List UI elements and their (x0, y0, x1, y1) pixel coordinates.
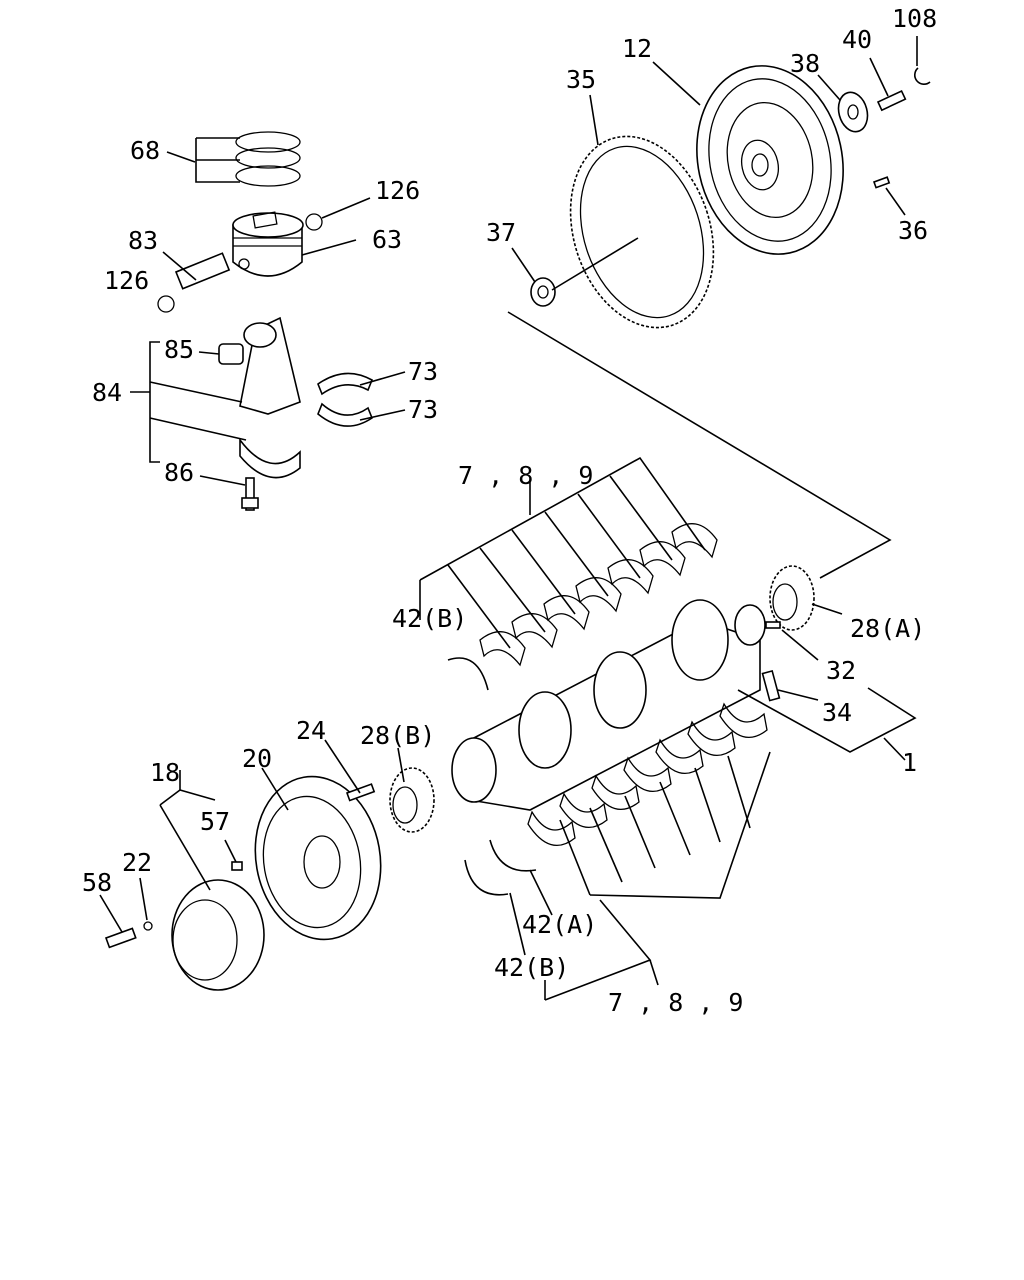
callout-12: 12 (622, 34, 652, 63)
callout-42b-lower: 42(B) (494, 953, 569, 982)
callout-57: 57 (200, 807, 230, 836)
main-bearings-lower (527, 702, 768, 846)
callout-36: 36 (898, 216, 928, 245)
callout-24: 24 (296, 716, 326, 745)
callout-83: 83 (128, 226, 158, 255)
callout-42b-upper: 42(B) (392, 604, 467, 633)
callout-1: 1 (902, 748, 917, 777)
callout-73-upper: 73 (408, 357, 438, 386)
thrust-washer-42b-top (447, 657, 489, 691)
callout-28a: 28(A) (850, 614, 925, 643)
leader-lines (99, 36, 918, 1001)
gear-28b (389, 767, 435, 833)
callout-86: 86 (164, 458, 194, 487)
piston (232, 211, 304, 277)
callout-20: 20 (242, 744, 272, 773)
callout-7-8-9-upper: 7 , 8 , 9 (458, 461, 593, 490)
callout-7-8-9-lower: 7 , 8 , 9 (608, 988, 743, 1017)
callout-32: 32 (826, 656, 856, 685)
piston-pin (174, 252, 231, 290)
callout-63: 63 (372, 225, 402, 254)
bolt-86 (241, 477, 259, 511)
flywheel (696, 65, 844, 255)
clip-108 (914, 67, 931, 85)
bushing-85 (218, 343, 244, 365)
rod-cap (239, 437, 301, 479)
callout-73-lower: 73 (408, 395, 438, 424)
connecting-rod (239, 316, 301, 415)
bearing-shells-73 (317, 372, 374, 427)
callout-68: 68 (130, 136, 160, 165)
pin-32 (765, 621, 781, 629)
pin-36 (872, 176, 891, 189)
callout-28b: 28(B) (360, 721, 435, 750)
ring-gear (569, 135, 715, 329)
bearing-37 (530, 277, 556, 307)
gear-28a (769, 565, 815, 631)
callout-38: 38 (790, 49, 820, 78)
callout-35: 35 (566, 65, 596, 94)
bolt-24 (345, 783, 376, 802)
callout-18: 18 (150, 758, 180, 787)
callout-126-lower: 126 (104, 266, 149, 295)
piston-rings (235, 131, 301, 187)
bolt-40 (876, 89, 907, 112)
thrust-washers-lower (464, 839, 537, 896)
crankshaft (451, 599, 766, 811)
callout-42a: 42(A) (522, 910, 597, 939)
callout-85: 85 (164, 335, 194, 364)
callout-108: 108 (892, 4, 937, 33)
callout-58: 58 (82, 868, 112, 897)
pulley-18 (171, 879, 265, 991)
callout-84: 84 (92, 378, 122, 407)
main-bearings-upper (479, 523, 718, 667)
plate-38 (837, 91, 869, 133)
callout-37: 37 (486, 218, 516, 247)
bolt-58 (104, 927, 137, 949)
callout-40: 40 (842, 25, 872, 54)
callout-34: 34 (822, 698, 852, 727)
callout-22: 22 (122, 848, 152, 877)
damper-pulley-20 (254, 775, 382, 941)
pin-34 (761, 669, 781, 702)
callout-126-upper: 126 (375, 176, 420, 205)
washer-22 (143, 921, 153, 931)
snap-ring-126 (157, 213, 323, 313)
callout-labels: 108 40 38 12 35 36 37 68 126 63 83 126 8… (82, 4, 937, 1017)
pin-57 (231, 861, 243, 871)
